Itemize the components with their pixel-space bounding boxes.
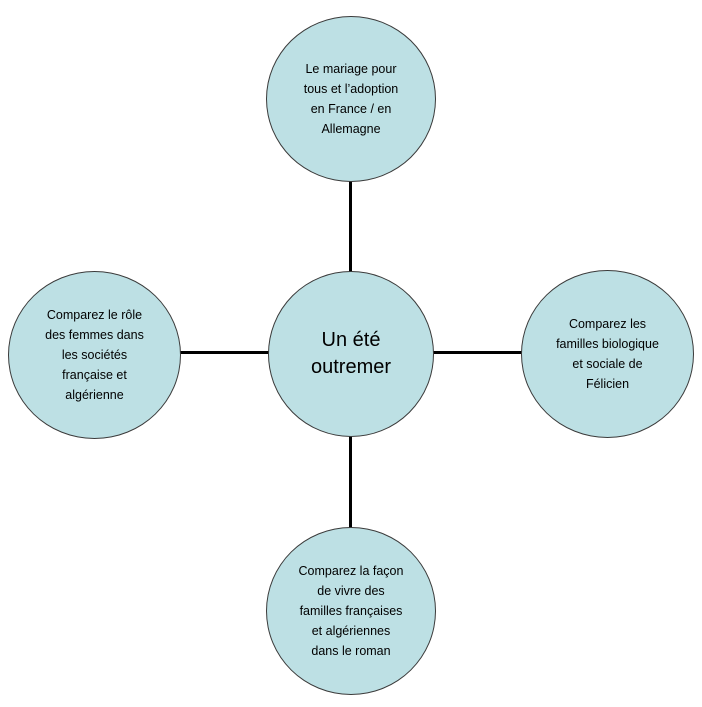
center-node: Un été outremer xyxy=(268,271,434,437)
right-node: Comparez les familles biologique et soci… xyxy=(521,270,694,438)
top-node-label: Le mariage pour tous et l’adoption en Fr… xyxy=(303,62,399,136)
bottom-node: Comparez la façon de vivre des familles … xyxy=(266,527,436,695)
connector-bottom xyxy=(349,434,352,530)
left-node: Comparez le rôle des femmes dans les soc… xyxy=(8,271,181,439)
bottom-node-label: Comparez la façon de vivre des familles … xyxy=(298,564,404,658)
top-node: Le mariage pour tous et l’adoption en Fr… xyxy=(266,16,436,182)
left-node-label: Comparez le rôle des femmes dans les soc… xyxy=(45,308,144,402)
connector-top xyxy=(349,180,352,272)
connector-left xyxy=(179,351,271,354)
connector-right xyxy=(433,351,523,354)
right-node-label: Comparez les familles biologique et soci… xyxy=(556,317,659,391)
center-node-label: Un été outremer xyxy=(310,329,392,378)
